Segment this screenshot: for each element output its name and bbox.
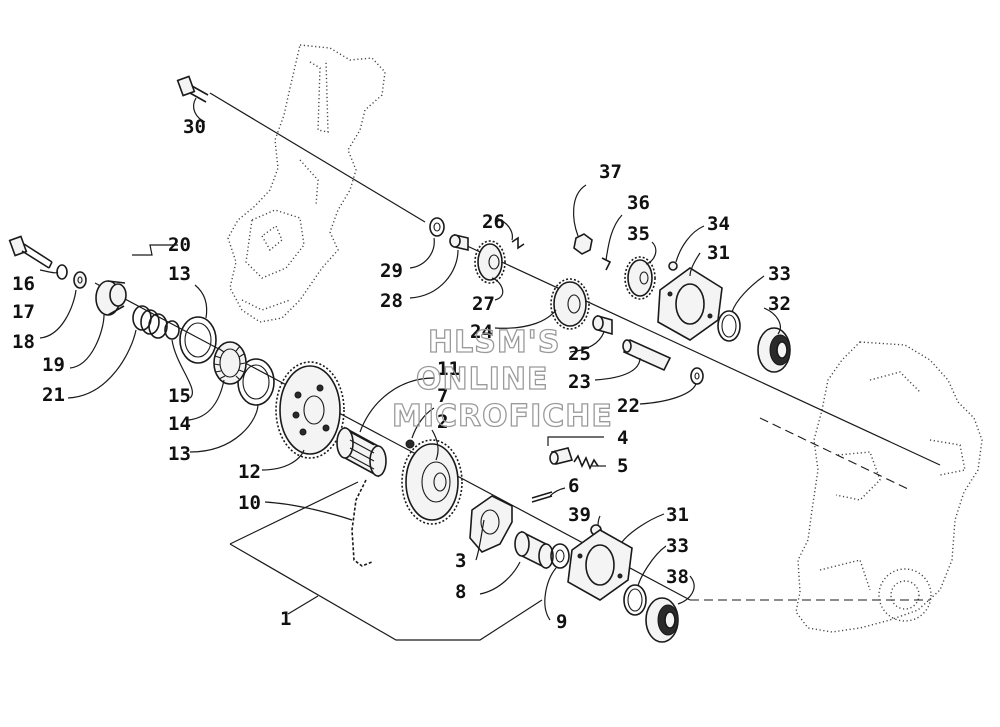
callout-39: 39 — [568, 504, 591, 526]
callout-3: 3 — [455, 550, 466, 572]
callout-13a: 13 — [168, 263, 191, 285]
callout-8: 8 — [455, 581, 466, 603]
callout-34: 34 — [707, 213, 730, 235]
part-o-ring-33b — [623, 584, 647, 616]
part-o-ring-33a — [717, 310, 741, 342]
part-chain-10 — [351, 479, 373, 567]
callout-35: 35 — [627, 223, 650, 245]
callout-23: 23 — [568, 371, 591, 393]
callout-labels: 30 29 28 27 26 24 25 23 22 37 36 35 34 3… — [12, 116, 791, 633]
part-sprocket-12 — [275, 361, 345, 459]
part-plunger-4 — [549, 447, 574, 465]
part-splined-hub-11 — [336, 426, 387, 478]
part-washer-9 — [550, 543, 570, 569]
watermark-line1: HLSM'S — [428, 325, 560, 360]
callout-5: 5 — [617, 455, 628, 477]
part-ball-bearing-32 — [757, 327, 791, 373]
watermark: HLSM'S ONLINE MICROFICHE — [391, 324, 613, 434]
part-lock-washer-17 — [56, 264, 68, 280]
callout-1: 1 — [280, 608, 291, 630]
upper-housing-outline — [227, 44, 386, 323]
callout-25: 25 — [568, 343, 591, 365]
part-bolt-30 — [176, 75, 209, 103]
part-bearing-plate-31a — [657, 267, 723, 341]
part-nut-34 — [668, 261, 678, 271]
part-washer-18 — [73, 271, 87, 289]
part-ball-7 — [405, 439, 415, 449]
part-thrust-washer-13a — [179, 316, 217, 364]
part-spring-5 — [573, 454, 599, 470]
part-thrust-bearing-14 — [213, 341, 247, 385]
leader-lines — [39, 97, 781, 641]
part-bearing-plate-31b — [567, 529, 633, 601]
callout-19: 19 — [42, 354, 65, 376]
callout-27: 27 — [472, 293, 495, 315]
part-pin-6 — [531, 491, 553, 503]
part-clip-15 — [164, 320, 180, 340]
watermark-line2: ONLINE — [416, 362, 549, 397]
part-bolt-16 — [8, 235, 53, 269]
part-gear-24 — [550, 278, 590, 330]
callout-29: 29 — [380, 260, 403, 282]
part-bearing-8 — [514, 530, 554, 570]
lower-housing-outline — [795, 341, 983, 633]
callout-24: 24 — [470, 321, 493, 343]
part-gear-2 — [401, 439, 463, 525]
part-nut-37 — [573, 233, 593, 255]
part-bushing-28 — [449, 233, 469, 252]
callout-17: 17 — [12, 301, 35, 323]
part-flange-19 — [95, 280, 127, 316]
callout-13b: 13 — [168, 443, 191, 465]
callout-22: 22 — [617, 395, 640, 417]
part-key-26 — [511, 236, 525, 250]
part-sprocket-27 — [474, 240, 506, 284]
callout-33b: 33 — [666, 535, 689, 557]
callout-36: 36 — [627, 192, 650, 214]
callout-37: 37 — [599, 161, 622, 183]
callout-7: 7 — [437, 385, 448, 407]
callout-31a: 31 — [707, 242, 730, 264]
part-gear-35 — [624, 256, 656, 300]
callout-30: 30 — [183, 116, 206, 138]
callout-9: 9 — [556, 611, 567, 633]
callout-6: 6 — [568, 475, 579, 497]
part-washer-36 — [601, 257, 612, 271]
callout-4: 4 — [617, 427, 628, 449]
callout-14: 14 — [168, 413, 191, 435]
part-washer-29 — [429, 217, 445, 237]
watermark-line3: MICROFICHE — [392, 399, 613, 434]
callout-33a: 33 — [768, 263, 791, 285]
callout-16: 16 — [12, 273, 35, 295]
part-shaft-23 — [622, 338, 672, 372]
part-washer-22 — [690, 367, 704, 385]
part-bushing-25 — [592, 314, 613, 336]
part-ball-bearing-38 — [645, 597, 679, 643]
callout-15: 15 — [168, 385, 191, 407]
callout-21: 21 — [42, 384, 65, 406]
callout-20: 20 — [168, 234, 191, 256]
callout-32: 32 — [768, 293, 791, 315]
callout-10: 10 — [238, 492, 261, 514]
part-cam-3 — [469, 495, 513, 553]
part-spring-21 — [132, 305, 168, 339]
callout-12: 12 — [238, 461, 261, 483]
callout-26: 26 — [482, 211, 505, 233]
callout-2: 2 — [437, 411, 448, 433]
callout-31b: 31 — [666, 504, 689, 526]
callout-11: 11 — [437, 358, 460, 380]
callout-18: 18 — [12, 331, 35, 353]
callout-38: 38 — [666, 566, 689, 588]
callout-28: 28 — [380, 290, 403, 312]
